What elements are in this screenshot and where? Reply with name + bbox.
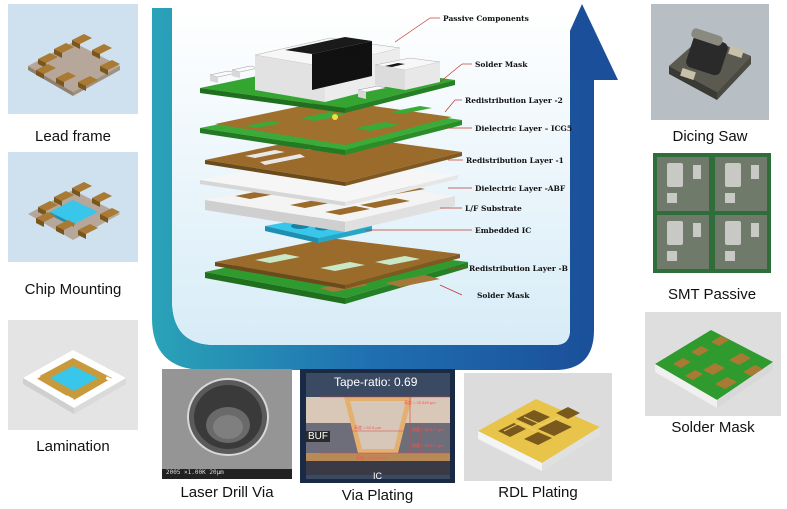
tape-ratio-label: Tape-ratio: 0.69 [334, 375, 418, 389]
caption-lamination: Lamination [36, 438, 110, 455]
label-rdl-2: Redistribution Layer -2 [465, 96, 563, 105]
dicing-saw-image [651, 4, 769, 120]
label-rdl-b: Redistribution Layer -B [469, 264, 568, 273]
caption-lead-frame: Lead frame [35, 128, 111, 145]
caption-chip-mounting: Chip Mounting [24, 281, 122, 298]
caption-rdl-plating: RDL Plating [498, 484, 578, 501]
label-dielectric-abf: Dielectric Layer -ABF [475, 184, 566, 193]
smt-passive-image [653, 153, 771, 273]
ic-label: IC [373, 471, 382, 481]
caption-via-plating: Via Plating [341, 487, 414, 504]
layer-rdl-b [215, 238, 460, 289]
caption-smt-passive: SMT Passive [667, 286, 757, 303]
passive-components: L7CC 007 [209, 37, 441, 102]
caption-solder-mask: Solder Mask [671, 419, 755, 436]
measurement-5: 高度 = 64.864 μm [356, 455, 388, 460]
measurement-2: 高度 = 52.8 μm [354, 425, 382, 430]
layer-rdl-2 [215, 100, 452, 145]
caption-laser-drill-via: Laser Drill Via [180, 484, 274, 501]
chip-mounting-image [8, 152, 138, 262]
layer-rdl-1 [205, 134, 462, 186]
label-dielectric-icg5: Dielectric Layer – ICG5 [475, 124, 572, 133]
measurement-4: 高度 = 15.277 μm [412, 443, 444, 448]
rdl-plating-image [464, 373, 612, 481]
label-passive-components: Passive Components [443, 14, 529, 23]
measurement-1: 高度 = 25.549 μm [404, 400, 436, 405]
layer-labels: Passive Components Solder Mask Redistrib… [365, 14, 572, 300]
via-plating-image: Tape-ratio: 0.69 BUF IC 高度 = 25.549 μm 高… [300, 369, 455, 483]
label-embedded-ic: Embedded IC [475, 226, 531, 235]
lamination-image [8, 320, 138, 430]
label-rdl-1: Redistribution Layer -1 [466, 156, 564, 165]
label-solder-mask-bottom: Solder Mask [477, 291, 530, 300]
exploded-stack: L7CC 007 [200, 37, 468, 304]
sem-footer: 2005 ×1.00K 20μm [166, 469, 224, 476]
solder-mask-image [645, 312, 781, 416]
buf-label: BUF [306, 431, 330, 442]
caption-dicing-saw: Dicing Saw [672, 128, 748, 145]
laser-drill-via-image: 2005 ×1.00K 20μm [162, 369, 292, 479]
lead-frame-image [8, 4, 138, 114]
measurement-3: 高度 = 46.377 μm [412, 427, 444, 432]
label-solder-mask-top: Solder Mask [475, 60, 528, 69]
label-lf-substrate: L/F Substrate [465, 204, 522, 213]
